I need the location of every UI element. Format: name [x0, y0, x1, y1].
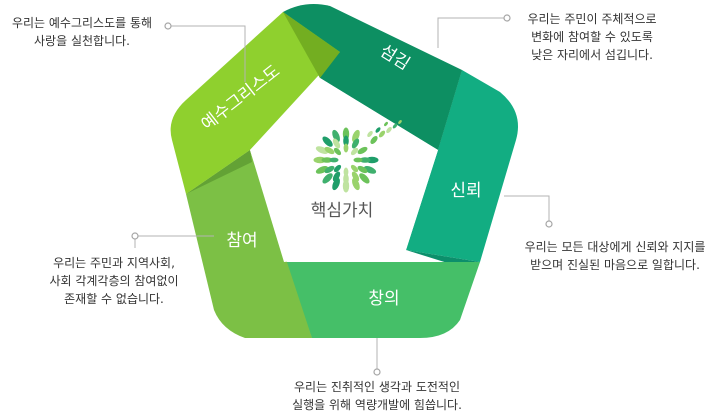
leaf-icon: [350, 164, 359, 173]
leaf-icon: [333, 164, 342, 173]
leaf-icon: [384, 121, 388, 127]
segment-jesus-fold: [283, 12, 340, 78]
description-jesus: 우리는 예수그리스도를 통해 사랑을 실천합니다.: [2, 14, 162, 50]
leaf-icon: [351, 138, 360, 149]
leaf-icon: [343, 135, 349, 147]
leaf-icon: [378, 130, 386, 138]
leaf-icon: [324, 165, 335, 174]
description-create: 우리는 진취적인 생각과 도전적인 실행을 위해 역량개발에 힘씁니다.: [277, 378, 477, 414]
description-line: 우리는 모든 대상에게 신뢰와 지지를: [524, 240, 706, 254]
segment-serve: [283, 4, 462, 150]
leaf-icon: [353, 157, 363, 163]
description-line: 사랑을 실천합니다.: [34, 34, 130, 48]
leaf-icon: [367, 130, 373, 138]
segment-trust: [406, 70, 518, 262]
leader-dot-jesus: [164, 22, 172, 30]
segment-join-fold: [186, 150, 252, 194]
leaf-icon: [333, 147, 342, 156]
leaf-icon: [370, 136, 378, 144]
leader-dot-join: [131, 232, 139, 240]
segment-join: [186, 150, 312, 338]
leaf-icon: [392, 123, 398, 129]
leader-dot-serve: [503, 14, 511, 22]
leaf-icon: [324, 146, 335, 155]
description-line: 우리는 주민이 주체적으로: [527, 12, 657, 26]
leader-jesus: [168, 25, 246, 82]
description-serve: 우리는 주민이 주체적으로 변화에 참여할 수 있도록 낮은 자리에서 섬깁니다…: [512, 10, 672, 64]
description-line: 변화에 참여할 수 있도록: [531, 30, 653, 44]
description-line: 우리는 예수그리스도를 통해: [11, 16, 153, 30]
leaf-icon: [359, 173, 370, 184]
segment-label-create: 창의: [368, 289, 399, 309]
leaf-icon: [332, 138, 341, 149]
leader-trust: [504, 195, 550, 222]
leaf-emblem-icon: [313, 120, 402, 193]
leaf-icon: [350, 147, 359, 156]
leaf-icon: [321, 157, 333, 163]
leader-serve: [437, 17, 507, 48]
description-line: 우리는 주민과 지역사회,: [53, 256, 175, 270]
leaf-icon: [332, 171, 341, 182]
center-title: 핵심가치: [311, 201, 374, 221]
leaf-icon: [351, 171, 360, 182]
leaf-icon: [329, 157, 339, 163]
description-line: 낮은 자리에서 섬깁니다.: [531, 48, 653, 62]
leaf-icon: [357, 146, 368, 155]
description-line: 존재할 수 없습니다.: [64, 292, 164, 306]
description-join: 우리는 주민과 지역사회, 사회 각계각층의 참여없이 존재할 수 없습니다.: [14, 254, 214, 308]
leaf-icon: [386, 126, 392, 134]
segment-jesus: [170, 12, 340, 194]
description-line: 우리는 진취적인 생각과 도전적인: [293, 380, 460, 394]
segment-label-join: 참여: [226, 231, 257, 251]
leaf-icon: [343, 167, 349, 177]
description-line: 받으며 진실된 마음으로 일합니다.: [530, 258, 700, 272]
description-line: 실행을 위해 역량개발에 힘씁니다.: [292, 398, 462, 412]
segment-create: [284, 262, 480, 338]
leaf-icon: [343, 173, 349, 185]
leaf-icon: [322, 136, 333, 147]
leaf-icon: [359, 157, 371, 163]
leaf-icon: [343, 143, 349, 153]
leaf-icon: [357, 165, 368, 174]
leaf-icon: [375, 127, 381, 133]
leaf-icon: [398, 120, 402, 124]
description-trust: 우리는 모든 대상에게 신뢰와 지지를 받으며 진실된 마음으로 일합니다.: [510, 238, 720, 274]
segment-label-trust: 신뢰: [450, 181, 481, 201]
leader-dot-trust: [545, 220, 553, 228]
leader-lines: [131, 14, 553, 376]
pentagon-ring: [170, 4, 518, 338]
leaf-icon: [322, 173, 333, 184]
leader-dot-create: [373, 368, 381, 376]
description-line: 사회 각계각층의 참여없이: [49, 274, 179, 288]
